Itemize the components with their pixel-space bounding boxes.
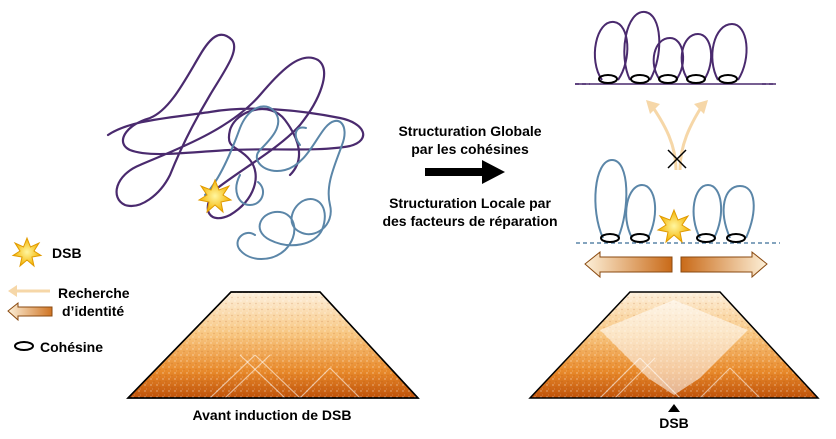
- transition-arrow: [425, 160, 505, 184]
- purple-loop: [680, 32, 713, 81]
- hic-map-after: DSB: [528, 291, 820, 431]
- blue-chromatin-fiber: [204, 105, 346, 260]
- cohesin-ring-icon: [598, 74, 738, 84]
- purple-loop: [593, 20, 629, 81]
- search-arrow-right: [680, 250, 768, 279]
- legend-dsb-star-icon: [11, 236, 43, 268]
- legend-cohesin-label: Cohésine: [40, 339, 103, 355]
- search-arrow-left: [584, 250, 673, 279]
- purple-loops-top: [575, 10, 776, 85]
- blocked-cross-icon: [667, 149, 687, 169]
- legend-dsb-label: DSB: [52, 245, 82, 261]
- local-structuring-line1: Structuration Locale par: [389, 195, 551, 211]
- dsb-star-icon: [656, 208, 692, 244]
- purple-loop: [711, 22, 748, 81]
- purple-chromatin-fiber: [106, 33, 365, 208]
- blocked-search-arrows: [646, 100, 708, 171]
- dsb-position-marker-icon: [668, 404, 680, 412]
- hic-map-before: Avant induction de DSB: [126, 291, 420, 423]
- cohesin-ring-icon: [600, 233, 746, 243]
- global-structuring-line2: par les cohésines: [411, 141, 529, 157]
- identity-search-arrows: [584, 250, 768, 279]
- legend-cohesin-icon: [14, 341, 34, 351]
- center-annotation: Structuration Globale par les cohésines …: [382, 123, 557, 229]
- local-structuring-line2: des facteurs de réparation: [382, 213, 557, 229]
- legend-search-line1: Recherche: [58, 285, 130, 301]
- blue-loop: [625, 183, 657, 239]
- blue-chromatin-fiber-2: [235, 126, 307, 251]
- hic-after-caption: DSB: [659, 415, 689, 431]
- global-structuring-line1: Structuration Globale: [398, 123, 541, 139]
- legend-search-arrow-gradient-icon: [7, 301, 53, 322]
- hic-before-caption: Avant induction de DSB: [193, 407, 352, 423]
- left-chromatin-tangle: [106, 33, 365, 260]
- legend-search-arrow-light-icon: [8, 285, 50, 297]
- blue-loop: [594, 158, 628, 239]
- blue-loop: [692, 183, 723, 239]
- legend-search-line2: d’identité: [62, 303, 124, 319]
- blue-loop: [722, 184, 755, 239]
- purple-loop: [623, 10, 661, 81]
- blue-loops-bottom: [576, 158, 780, 244]
- dsb-star-icon: [197, 178, 233, 214]
- legend: DSB Recherche d’identité Cohésine: [7, 236, 130, 355]
